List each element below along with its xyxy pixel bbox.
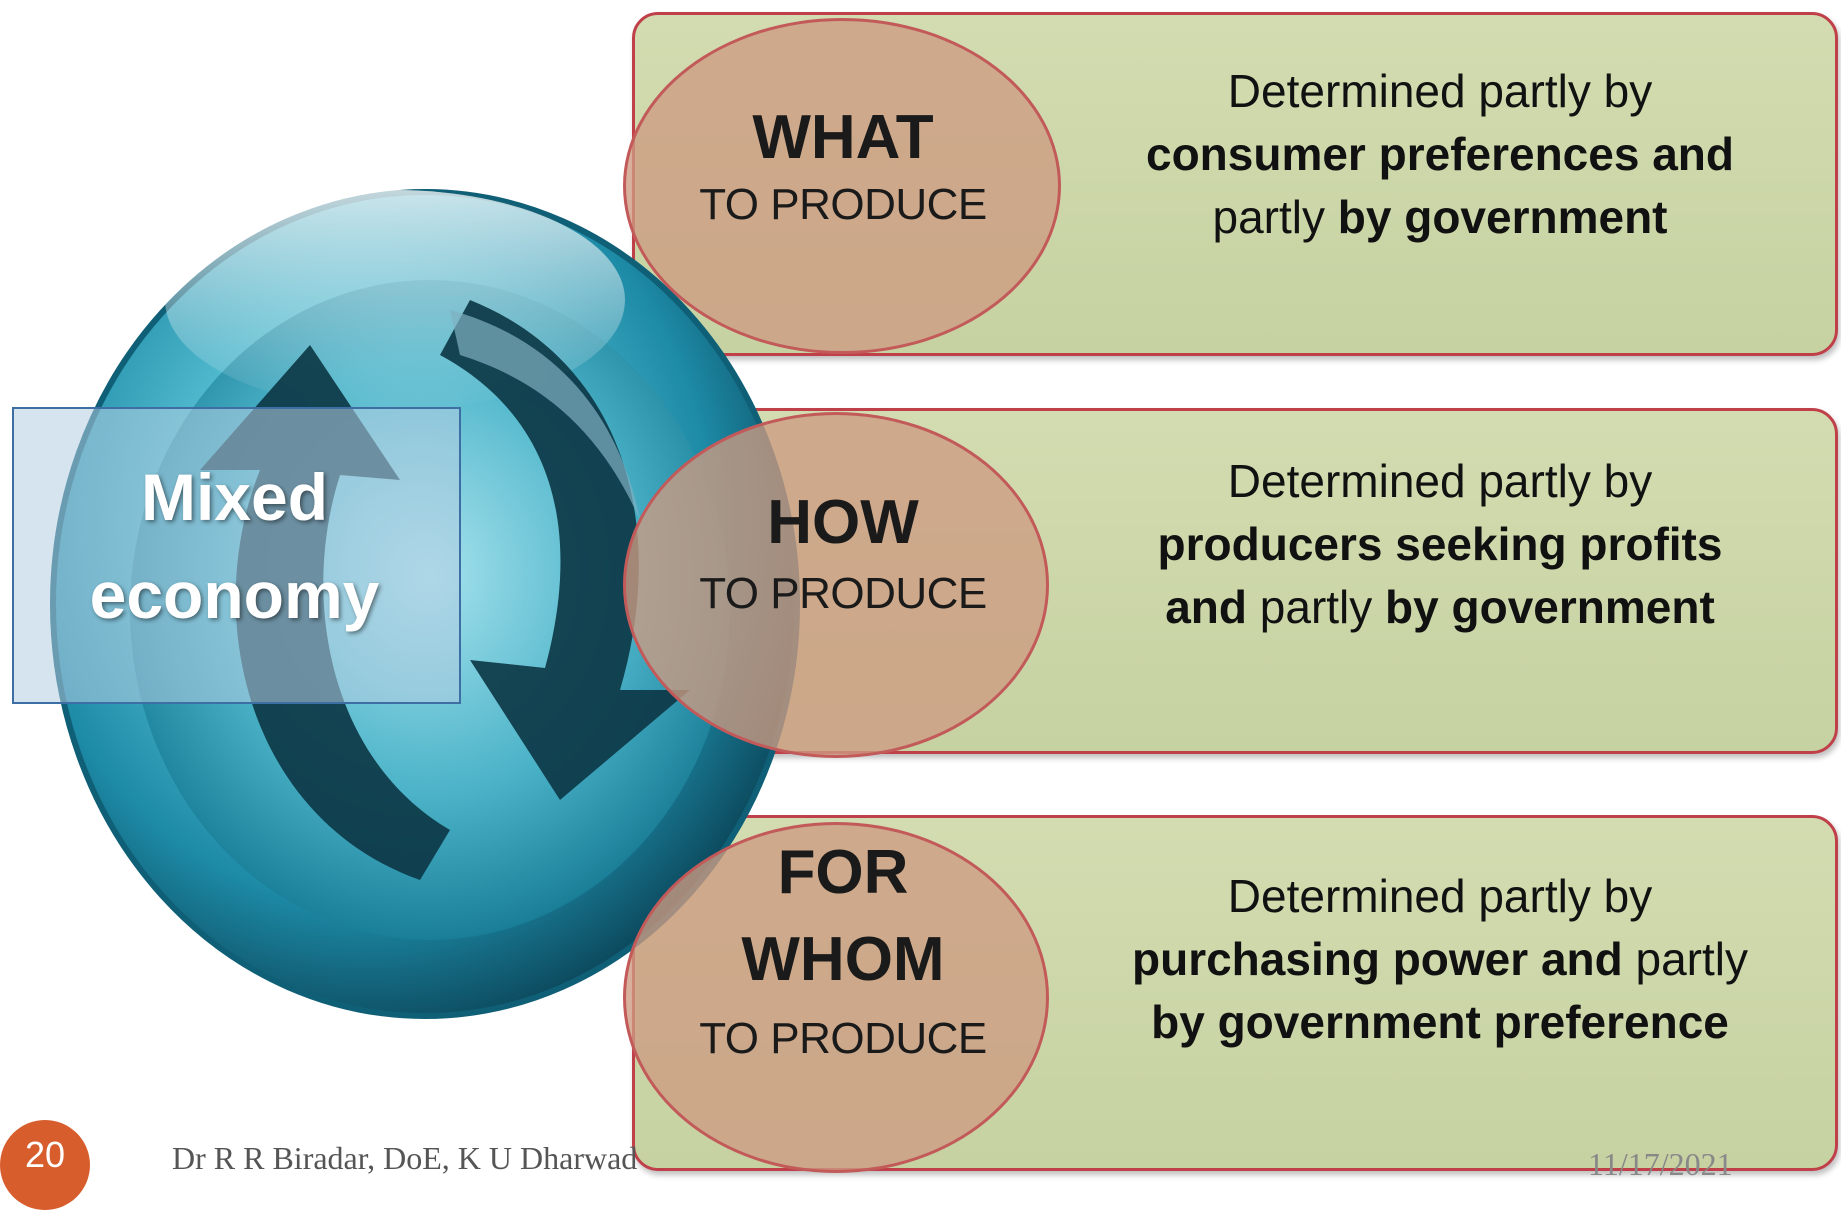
what-oval — [623, 18, 1061, 354]
desc-line: Determined partly by — [1227, 870, 1653, 922]
desc-line: Determined partly by — [1227, 455, 1653, 507]
what-description: Determined partly by consumer preference… — [1070, 60, 1810, 249]
for-whom-heading: FOR WHOM TO PRODUCE — [699, 838, 987, 1064]
desc-line: Determined partly by — [1227, 65, 1653, 117]
footer-author: Dr R R Biradar, DoE, K U Dharwad — [172, 1140, 638, 1176]
for-whom-description: Determined partly by purchasing power an… — [1070, 865, 1810, 1054]
slide: Mixed economy WHAT TO PRODUCE Determined… — [0, 12, 1838, 1210]
mixed-economy-box — [12, 407, 461, 704]
desc-line: partly by government — [1212, 191, 1668, 244]
desc-line: producers seeking profits — [1157, 518, 1723, 571]
how-heading: HOW TO PRODUCE — [699, 488, 987, 619]
mixed-economy-label: Mixed economy — [89, 460, 380, 632]
how-description: Determined partly by producers seeking p… — [1070, 450, 1810, 639]
desc-line: consumer preferences and — [1145, 128, 1734, 181]
desc-line: by government preference — [1151, 996, 1729, 1049]
what-heading: WHAT TO PRODUCE — [699, 103, 987, 230]
page-number-badge: 20 — [0, 1120, 90, 1210]
desc-line: purchasing power and partly — [1132, 933, 1748, 986]
how-oval — [623, 412, 1049, 758]
footer-date: 11/17/2021 — [1588, 1146, 1733, 1182]
desc-line: and partly by government — [1165, 581, 1715, 634]
